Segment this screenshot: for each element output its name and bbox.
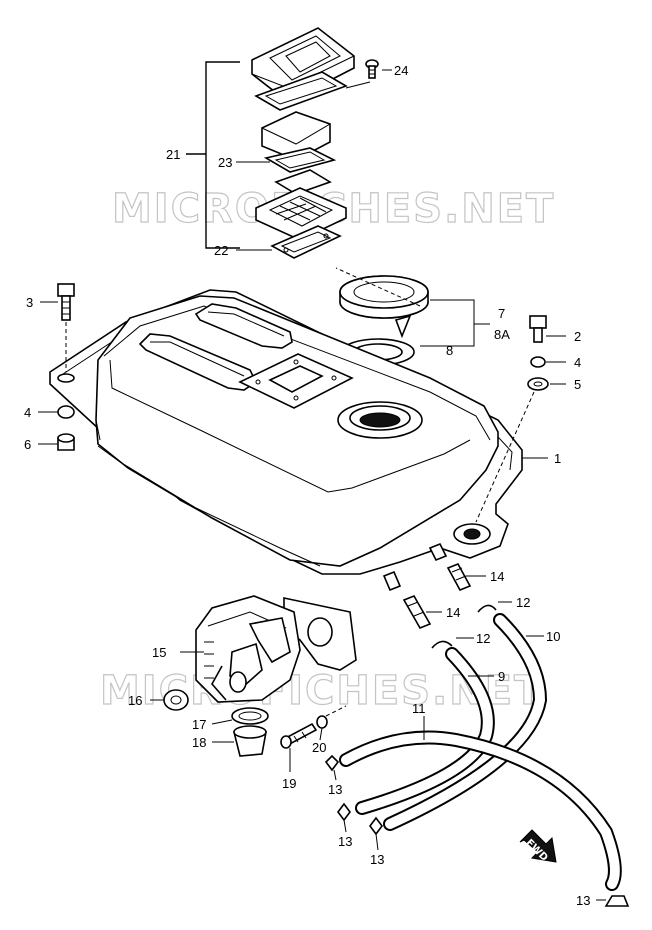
tank-bulge-right (194, 303, 293, 349)
callout-10: 10 (546, 629, 560, 644)
bolt-2 (529, 315, 547, 343)
leader-lines (38, 69, 606, 901)
clamp-13-c (369, 816, 383, 836)
callout-5: 5 (574, 377, 581, 392)
callout-7: 7 (498, 306, 505, 321)
screw-19 (280, 722, 318, 749)
nut-6 (57, 433, 75, 451)
callout-15: 15 (152, 645, 166, 660)
callout-13-d: 13 (576, 893, 590, 908)
callout-16: 16 (128, 693, 142, 708)
callout-13-c: 13 (370, 852, 384, 867)
fwd-arrow: FWD (519, 829, 557, 864)
callout-8: 8 (446, 343, 453, 358)
clamp-13-b (337, 802, 351, 822)
lid-gasket-23 (263, 147, 337, 173)
lid-assembly (186, 27, 379, 259)
lid-gasket-upper (254, 71, 348, 111)
washer-16 (163, 689, 189, 711)
fuel-tank (49, 289, 523, 671)
washer-5 (527, 377, 549, 391)
joint-14-right (446, 562, 472, 592)
callout-18: 18 (192, 735, 206, 750)
clip-12-lower (431, 640, 453, 649)
callout-13-a: 13 (328, 782, 342, 797)
callouts: 24 21 23 22 3 7 8A 8 2 4 5 4 6 1 14 12 1… (24, 63, 590, 908)
callout-9: 9 (498, 669, 505, 684)
callout-12-upper: 12 (516, 595, 530, 610)
fuel-cock-assembly (163, 595, 347, 757)
callout-24: 24 (394, 63, 408, 78)
callout-2: 2 (574, 329, 581, 344)
callout-19: 19 (282, 776, 296, 791)
callout-4-right: 4 (574, 355, 581, 370)
hose-10 (383, 613, 548, 831)
callout-20: 20 (312, 740, 326, 755)
callout-11: 11 (412, 701, 426, 716)
hose-9 (355, 647, 495, 815)
screw-24 (365, 59, 379, 79)
callout-21: 21 (166, 147, 180, 162)
joint-14-left (402, 594, 432, 630)
callout-23: 23 (218, 155, 232, 170)
callout-17: 17 (192, 717, 206, 732)
callout-3: 3 (26, 295, 33, 310)
callout-22: 22 (214, 243, 228, 258)
callout-8A: 8A (494, 327, 510, 342)
washer-20 (316, 715, 328, 729)
callout-13-b: 13 (338, 834, 352, 849)
clamp-13-d (604, 895, 630, 907)
bolt-3 (57, 283, 75, 372)
lid-grid-unit (255, 187, 347, 241)
callout-6: 6 (24, 437, 31, 452)
callout-4-left: 4 (24, 405, 31, 420)
callout-1: 1 (554, 451, 561, 466)
o-ring-17 (231, 707, 269, 725)
lid-cover-middle (261, 111, 331, 161)
lid-plate-small (274, 169, 332, 195)
clip-12-upper (477, 604, 497, 613)
hose-11 (339, 730, 622, 891)
callout-14-left: 14 (446, 605, 460, 620)
callout-12-lower: 12 (476, 631, 490, 646)
clamp-13-a (324, 754, 340, 772)
callout-14-right: 14 (490, 569, 504, 584)
washer-4-right (530, 356, 546, 368)
washer-4-left (57, 405, 75, 419)
